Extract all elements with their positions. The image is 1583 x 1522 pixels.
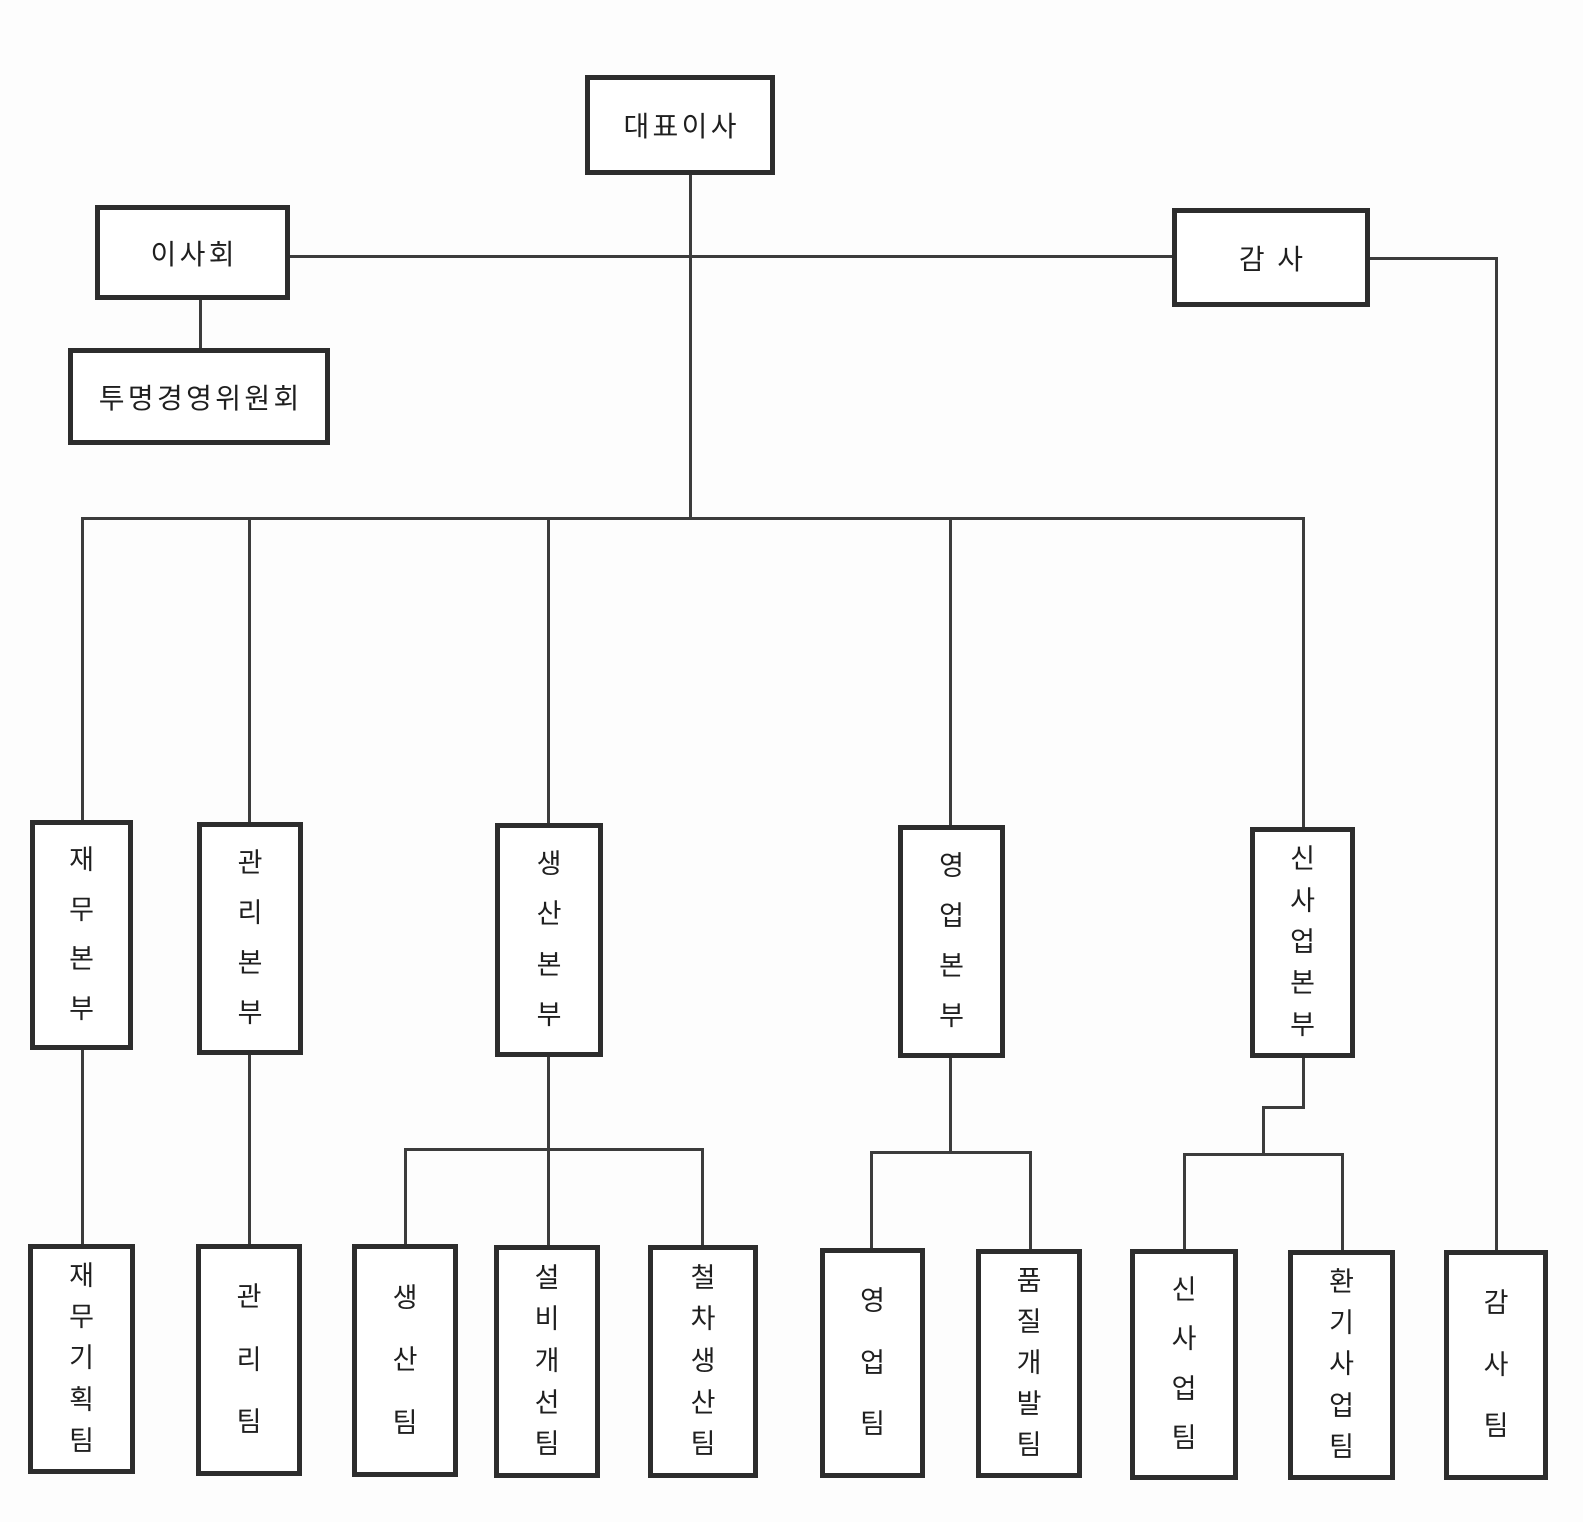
connector-auditor-right <box>1370 257 1497 260</box>
connector-drop-ventilation-team <box>1341 1153 1344 1250</box>
connector-management-team <box>248 1055 251 1244</box>
connector-sales-branch <box>870 1151 1032 1154</box>
connector-drop-newbiz-team <box>1183 1153 1186 1249</box>
connector-drop-newbiz <box>1302 517 1305 827</box>
connector-newbiz-down1 <box>1302 1058 1305 1109</box>
connector-sales-down <box>949 1058 952 1154</box>
connector-production-down <box>547 1057 550 1245</box>
connector-newbiz-jog <box>1262 1106 1305 1109</box>
connector-drop-management <box>248 517 251 822</box>
connector-production-branch <box>404 1148 704 1151</box>
connector-drop-production <box>547 517 550 823</box>
connector-auditor-down <box>1495 257 1498 1250</box>
connector-newbiz-branch <box>1183 1153 1344 1156</box>
connector-distribution <box>81 517 1305 520</box>
node-transparency-committee: 투명경영위원회 <box>68 348 330 445</box>
connector-finance-team <box>81 1050 84 1244</box>
connector-newbiz-down2 <box>1262 1106 1265 1156</box>
connector-board-committee <box>199 300 202 348</box>
connector-drop-production-team <box>404 1148 407 1244</box>
connector-drop-sales <box>949 517 952 825</box>
node-ceo: 대표이사 <box>585 75 775 175</box>
node-board: 이사회 <box>95 205 290 300</box>
node-auditor: 감사 <box>1172 208 1370 307</box>
connector-drop-quality-team <box>1029 1151 1032 1249</box>
connector-drop-sales-team <box>870 1151 873 1248</box>
connector-ceo-drop <box>689 175 692 520</box>
node-label: 대표이사 <box>623 111 740 142</box>
connector-drop-finance <box>81 517 84 820</box>
node-label: 이사회 <box>150 238 238 270</box>
connector-board-auditor <box>290 255 1172 258</box>
connector-drop-rollingstock-team <box>701 1148 704 1245</box>
node-label: 투명경영위원회 <box>98 382 303 414</box>
node-label: 감사 <box>1238 243 1316 275</box>
